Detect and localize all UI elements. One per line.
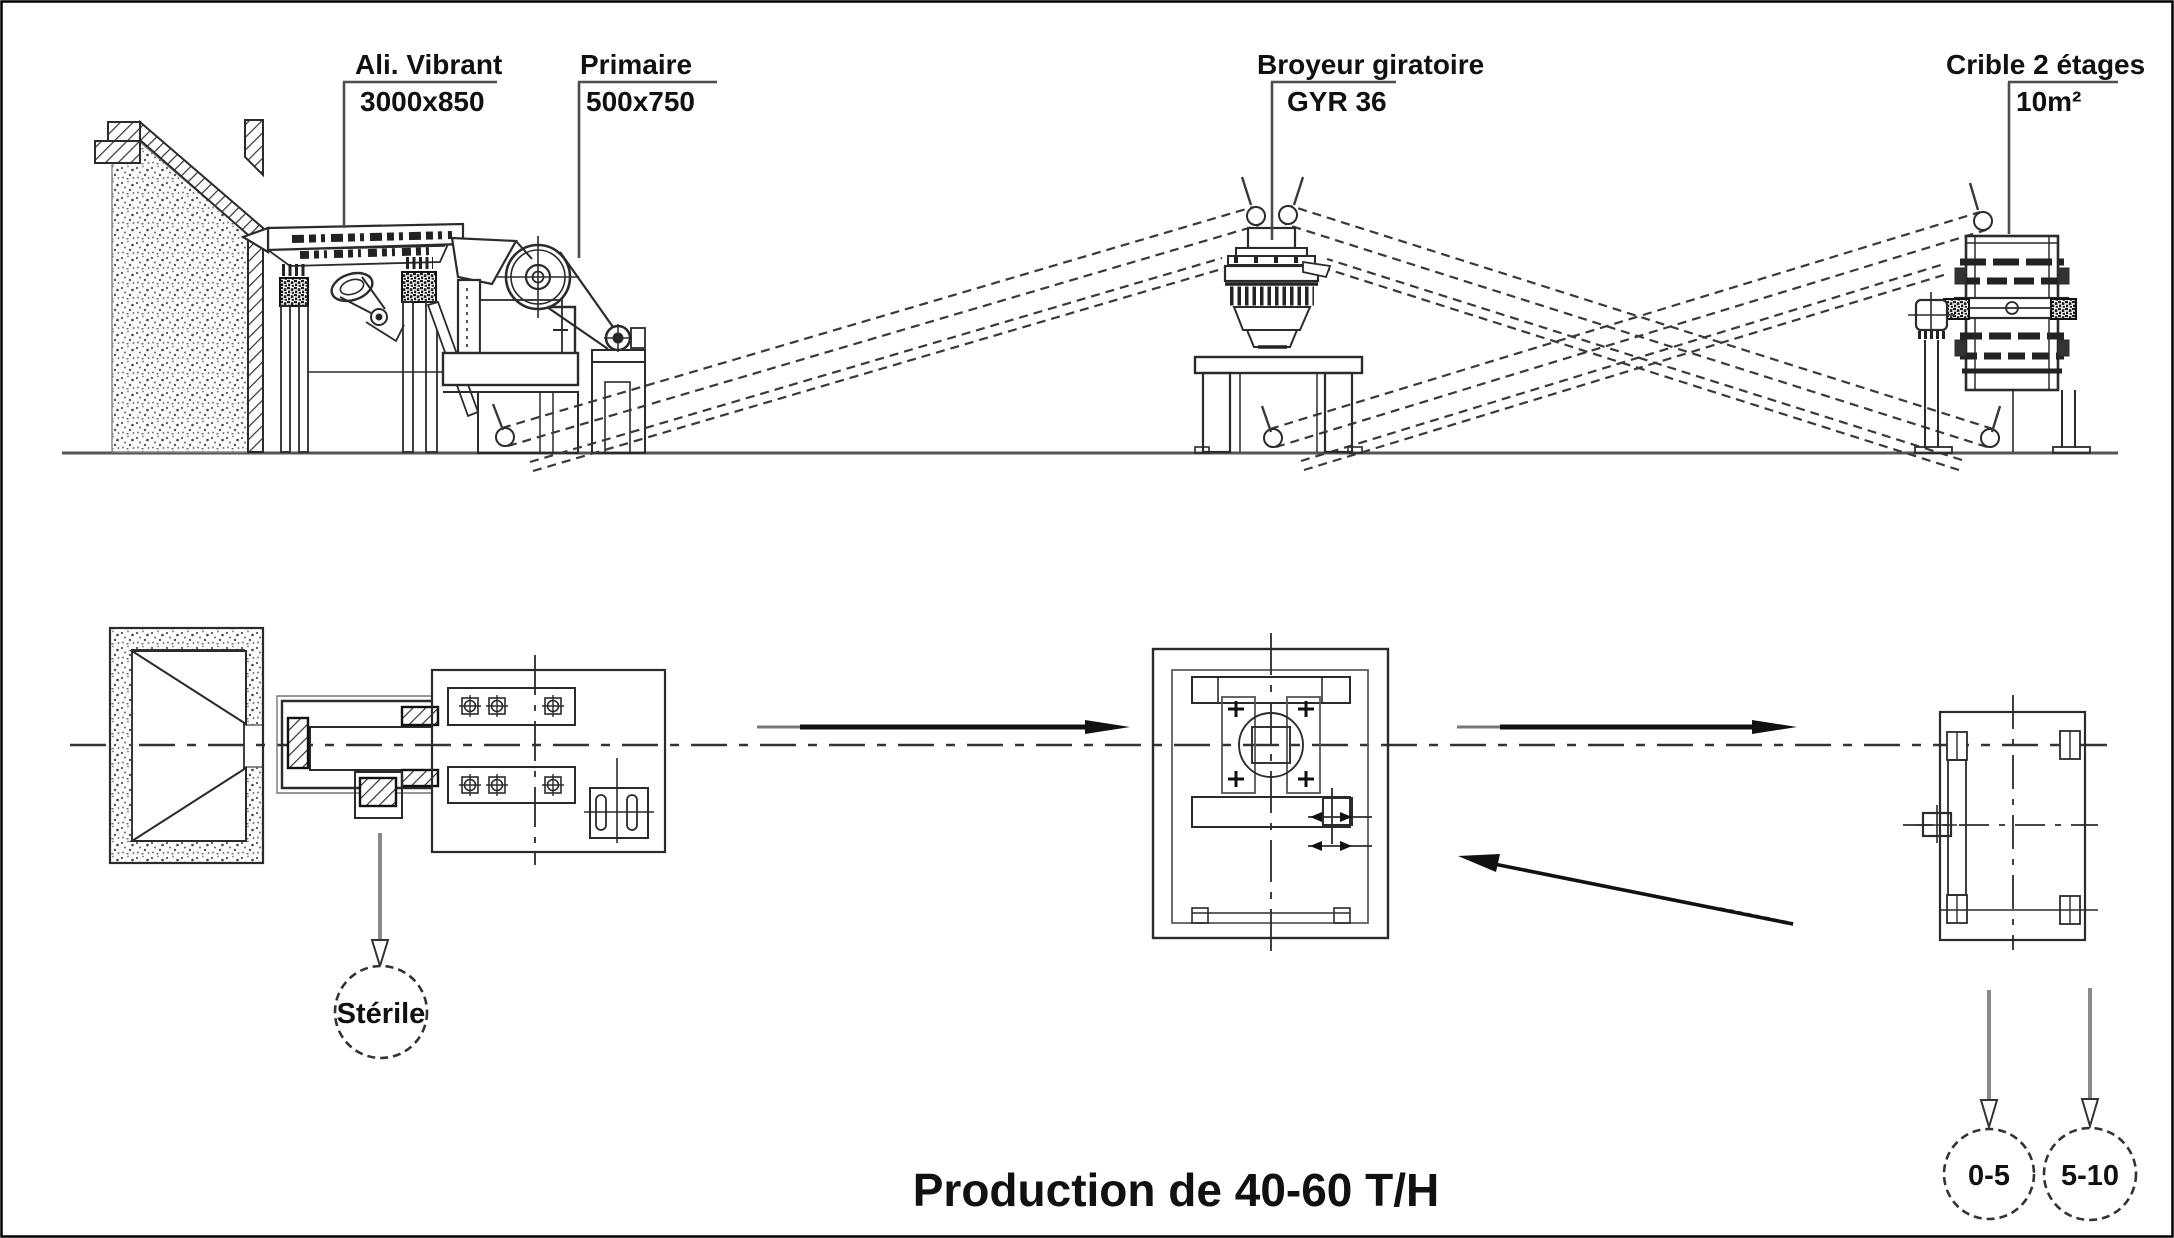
plan-view: Stérile 0-5 5-10 [70, 626, 2138, 1222]
dimension-marks [1308, 812, 1372, 851]
primary-leader-line [577, 80, 717, 258]
waste-label: Stérile [337, 998, 426, 1030]
pedestal [1193, 355, 1364, 375]
fine-circle [1942, 1127, 2036, 1221]
discharge-spout [1302, 260, 1332, 279]
wall-section-block [244, 119, 264, 178]
jaw-opening-plan [584, 758, 654, 843]
feeder-size: 3000x850 [360, 86, 485, 117]
fine-output: 0-5 [1942, 990, 2036, 1221]
feeder-name: Ali. Vibrant [355, 49, 502, 80]
gyratory-crusher-plan [1151, 633, 1390, 952]
jaw-crusher-plan [430, 655, 667, 865]
screen-plan [1903, 695, 2098, 950]
hopper-wall-side [94, 119, 264, 453]
coarse-circle [2042, 1126, 2138, 1222]
primary-name: Primaire [580, 49, 692, 80]
head-pulley [1278, 205, 1298, 225]
waste-circle [333, 964, 429, 1060]
jaw-crusher-side [426, 236, 646, 454]
coarse-output: 5-10 [2042, 988, 2138, 1222]
screen-name: Crible 2 étages [1946, 49, 2145, 80]
hopper-plan [108, 626, 265, 865]
production-title: Production de 40-60 T/H [913, 1164, 1440, 1216]
coarse-label: 5-10 [2061, 1160, 2119, 1192]
conveyor-jaw-to-gyratory [491, 176, 1266, 473]
gyratory-crusher-side [1193, 226, 1364, 454]
tail-pulley [495, 427, 515, 447]
side-elevation-view [62, 119, 2118, 473]
tail-pulley [1263, 428, 1283, 448]
feeder-spring [401, 271, 437, 303]
screen-motor [1908, 292, 1955, 339]
flow-arrow-gyratory-to-screen [1457, 720, 1797, 734]
gyratory-leader-line [1270, 80, 1396, 240]
waste-output: Stérile [333, 833, 429, 1060]
screen-size: 10m² [2016, 86, 2081, 117]
return-arrow-screen-to-gyratory [1458, 854, 1794, 926]
machine-labels: Ali. Vibrant 3000x850 Primaire 500x750 B… [355, 49, 2145, 117]
feeder-plan [276, 695, 440, 819]
tail-pulley [1980, 428, 2000, 448]
feeder-spring [279, 277, 309, 307]
gyratory-size: GYR 36 [1287, 86, 1387, 117]
feeder-mount [400, 705, 440, 727]
feeder-motor [330, 271, 405, 343]
flow-arrow-primary-to-gyratory [757, 720, 1130, 734]
belt-pulley [604, 324, 646, 352]
screen-bearing [2050, 298, 2077, 320]
primary-size: 500x750 [586, 86, 695, 117]
gyratory-name: Broyeur giratoire [1257, 49, 1484, 80]
screen-side [1908, 234, 2091, 454]
feeder-drive-plan [354, 771, 403, 819]
screen-leader-line [2007, 80, 2118, 234]
feeder-vibrator [286, 716, 310, 770]
vibrating-feeder-side [240, 222, 465, 453]
head-pulley [1246, 206, 1266, 226]
head-pulley [1973, 211, 1993, 231]
flywheel [497, 236, 579, 318]
label-leaders [342, 80, 2118, 258]
feeder-leader-line [342, 80, 497, 228]
fine-label: 0-5 [1968, 1160, 2010, 1192]
conveyor-screen-return [1278, 176, 2002, 472]
